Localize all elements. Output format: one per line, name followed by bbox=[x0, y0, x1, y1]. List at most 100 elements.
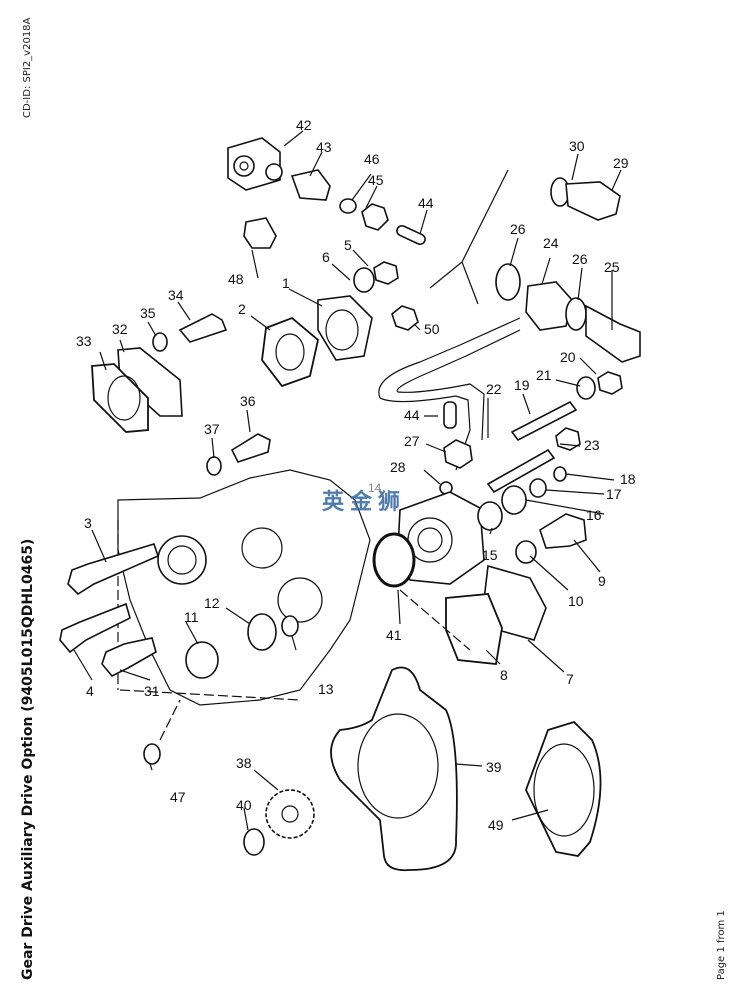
callout-45[interactable]: 45 bbox=[368, 172, 384, 188]
callout-6[interactable]: 6 bbox=[322, 249, 330, 265]
callout-25[interactable]: 25 bbox=[604, 259, 620, 275]
callout-7[interactable]: 7 bbox=[566, 671, 574, 687]
part-5-nut bbox=[373, 261, 399, 285]
part-17-circlip bbox=[529, 478, 547, 498]
part-46-sleeve bbox=[339, 198, 357, 214]
part-9-bolt bbox=[539, 513, 587, 549]
callout-47[interactable]: 47 bbox=[170, 789, 186, 805]
callout-19[interactable]: 19 bbox=[514, 377, 530, 393]
callout-48[interactable]: 48 bbox=[228, 271, 244, 287]
part-15-sleeve bbox=[477, 501, 503, 531]
callout-41[interactable]: 41 bbox=[386, 627, 402, 643]
callout-38[interactable]: 38 bbox=[236, 755, 252, 771]
leader-lines bbox=[73, 130, 622, 831]
callout-35[interactable]: 35 bbox=[140, 305, 156, 321]
callout-31[interactable]: 31 bbox=[144, 683, 160, 699]
callout-44-upper[interactable]: 44 bbox=[418, 195, 434, 211]
part-41-o-ring bbox=[372, 532, 416, 588]
callout-8[interactable]: 8 bbox=[500, 667, 508, 683]
part-50-nut bbox=[391, 305, 419, 331]
callout-46[interactable]: 46 bbox=[364, 151, 380, 167]
part-25-bolt bbox=[585, 304, 641, 363]
callout-16[interactable]: 16 bbox=[586, 507, 602, 523]
callout-40[interactable]: 40 bbox=[236, 797, 252, 813]
part-27-union bbox=[443, 439, 473, 469]
part-10-washer bbox=[515, 540, 537, 564]
callout-28[interactable]: 28 bbox=[390, 459, 406, 475]
callout-15[interactable]: 15 bbox=[482, 547, 498, 563]
part-11-gear bbox=[185, 641, 219, 679]
part-44-pin-upper bbox=[396, 224, 426, 246]
callout-3[interactable]: 3 bbox=[84, 515, 92, 531]
part-29-bolt bbox=[565, 181, 621, 221]
callout-30[interactable]: 30 bbox=[569, 138, 585, 154]
part-24-banjo bbox=[525, 281, 573, 331]
part-34-bolt bbox=[178, 313, 228, 343]
callout-20[interactable]: 20 bbox=[560, 349, 576, 365]
part-1-flange bbox=[317, 295, 373, 361]
part-38-gear bbox=[265, 789, 315, 839]
part-31-bolt bbox=[101, 637, 157, 677]
part-20-nut bbox=[597, 371, 623, 395]
part-12-bearing bbox=[247, 613, 277, 651]
callout-37[interactable]: 37 bbox=[204, 421, 220, 437]
callout-5[interactable]: 5 bbox=[344, 237, 352, 253]
part-6-washer bbox=[353, 267, 375, 293]
callout-44-lower[interactable]: 44 bbox=[404, 407, 420, 423]
part-13-bush bbox=[281, 615, 299, 637]
part-3-bolt bbox=[67, 543, 159, 596]
part-39-gasket bbox=[330, 666, 458, 872]
part-45-nut bbox=[361, 203, 389, 231]
callout-12[interactable]: 12 bbox=[204, 595, 220, 611]
callout-39[interactable]: 39 bbox=[486, 759, 502, 775]
callout-23[interactable]: 23 bbox=[584, 437, 600, 453]
callout-22[interactable]: 22 bbox=[486, 381, 502, 397]
callout-18[interactable]: 18 bbox=[620, 471, 636, 487]
callout-27[interactable]: 27 bbox=[404, 433, 420, 449]
callout-13[interactable]: 13 bbox=[318, 681, 334, 697]
oil-pipe bbox=[378, 317, 521, 471]
part-26-washer-a bbox=[495, 263, 521, 301]
part-35-washer bbox=[152, 332, 168, 352]
callout-43[interactable]: 43 bbox=[316, 139, 332, 155]
part-36-bolt bbox=[230, 433, 271, 463]
part-42-tee bbox=[227, 137, 283, 191]
part-22-stud bbox=[486, 448, 556, 494]
watermark: 英金狮 bbox=[322, 490, 407, 515]
part-4-bolt bbox=[59, 602, 131, 654]
callout-50[interactable]: 50 bbox=[424, 321, 440, 337]
callout-49[interactable]: 49 bbox=[488, 817, 504, 833]
part-48-plug bbox=[243, 217, 277, 249]
part-37-washer bbox=[206, 456, 222, 476]
callout-14[interactable]: 14 bbox=[368, 481, 382, 495]
part-43-adaptor bbox=[290, 169, 331, 201]
callout-labels: 42 43 46 45 44 30 29 26 24 26 25 48 5 6 … bbox=[76, 117, 636, 833]
part-40-circlip bbox=[243, 828, 265, 856]
part-18-circlip bbox=[553, 466, 567, 482]
callout-10[interactable]: 10 bbox=[568, 593, 584, 609]
callout-21[interactable]: 21 bbox=[536, 367, 552, 383]
callout-42[interactable]: 42 bbox=[296, 117, 312, 133]
callout-4[interactable]: 4 bbox=[86, 683, 94, 699]
callout-29[interactable]: 29 bbox=[613, 155, 629, 171]
part-44-pin-lower bbox=[443, 401, 457, 429]
part-26-washer-b bbox=[565, 297, 587, 331]
part-2-gasket bbox=[261, 316, 319, 388]
callout-11[interactable]: 11 bbox=[184, 609, 199, 625]
callout-26-b[interactable]: 26 bbox=[572, 251, 588, 267]
callout-36[interactable]: 36 bbox=[240, 393, 256, 409]
callout-1[interactable]: 1 bbox=[282, 275, 290, 291]
callout-32[interactable]: 32 bbox=[112, 321, 128, 337]
callout-9[interactable]: 9 bbox=[598, 573, 606, 589]
part-16-bearing bbox=[501, 485, 527, 515]
callout-34[interactable]: 34 bbox=[168, 287, 184, 303]
callout-24[interactable]: 24 bbox=[543, 235, 559, 251]
callout-2[interactable]: 2 bbox=[238, 301, 246, 317]
callout-17[interactable]: 17 bbox=[606, 486, 622, 502]
part-19-stud bbox=[510, 400, 578, 442]
callout-26-a[interactable]: 26 bbox=[510, 221, 526, 237]
part-23-nut bbox=[555, 427, 581, 451]
callout-33[interactable]: 33 bbox=[76, 333, 92, 349]
part-21-washer bbox=[576, 376, 596, 400]
